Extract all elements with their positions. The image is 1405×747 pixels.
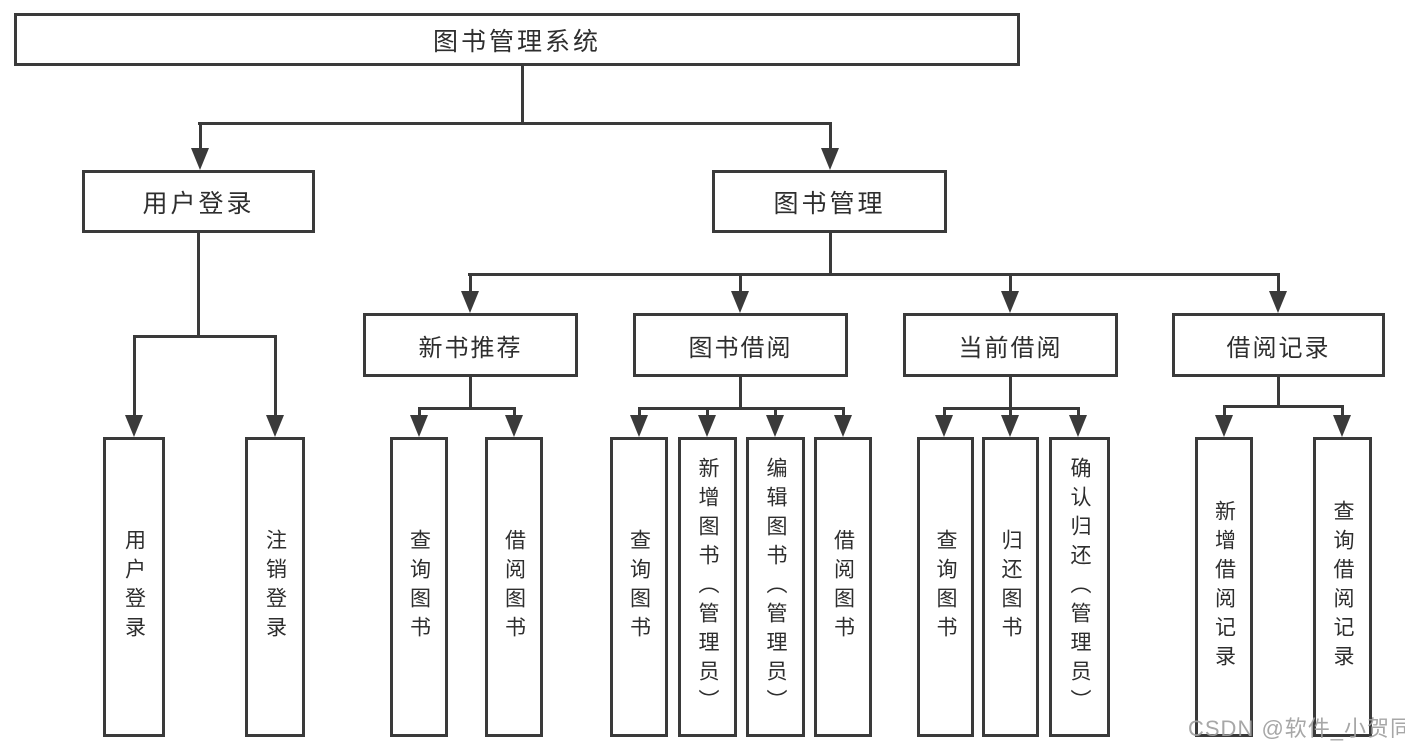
- connector-line: [197, 233, 200, 338]
- node-label: 图书借阅: [688, 334, 793, 362]
- connector-line: [274, 335, 277, 417]
- node-current-borrow: 当前借阅: [903, 313, 1118, 377]
- arrow-down-icon: [1069, 415, 1087, 437]
- arrow-down-icon: [834, 415, 852, 437]
- connector-line: [829, 122, 832, 150]
- connector-line: [198, 122, 832, 125]
- leaf-user-login: 用户登录: [103, 437, 165, 737]
- connector-line: [638, 407, 845, 410]
- leaf-label: 借阅图书: [502, 529, 526, 645]
- connector-line: [842, 407, 845, 417]
- connector-line: [521, 66, 524, 125]
- arrow-down-icon: [1269, 291, 1287, 313]
- node-label: 用户登录: [142, 189, 255, 218]
- connector-line: [1223, 405, 1344, 408]
- connector-line: [1341, 405, 1344, 417]
- connector-line: [1077, 407, 1080, 417]
- connector-line: [468, 273, 1280, 276]
- arrow-down-icon: [821, 148, 839, 170]
- arrow-down-icon: [505, 415, 523, 437]
- leaf-label: 用户登录: [122, 529, 146, 645]
- leaf-borrow-book: 借阅图书: [485, 437, 543, 737]
- arrow-down-icon: [731, 291, 749, 313]
- leaf-confirm-return-admin: 确认归还（管理员）: [1049, 437, 1110, 737]
- leaf-label: 查询图书: [627, 529, 651, 645]
- connector-line: [943, 407, 946, 417]
- connector-line: [418, 407, 516, 410]
- connector-line: [133, 335, 277, 338]
- leaf-label: 确认归还（管理员）: [1068, 456, 1091, 718]
- leaf-label: 注销登录: [263, 529, 287, 645]
- arrow-down-icon: [1001, 415, 1019, 437]
- connector-line: [739, 375, 742, 410]
- connector-line: [1009, 375, 1012, 410]
- node-new-book-recommend: 新书推荐: [363, 313, 578, 377]
- connector-line: [1277, 377, 1280, 408]
- leaf-add-borrow-record: 新增借阅记录: [1195, 437, 1253, 737]
- arrow-down-icon: [935, 415, 953, 437]
- node-book-management-branch: 图书管理: [712, 170, 947, 233]
- arrow-down-icon: [1001, 291, 1019, 313]
- arrow-down-icon: [266, 415, 284, 437]
- arrow-down-icon: [1333, 415, 1351, 437]
- node-borrow-records: 借阅记录: [1172, 313, 1385, 377]
- leaf-query-book: 查询图书: [917, 437, 974, 737]
- arrow-down-icon: [410, 415, 428, 437]
- leaf-query-book: 查询图书: [390, 437, 448, 737]
- connector-line: [469, 273, 472, 293]
- connector-line: [638, 407, 641, 417]
- connector-line: [133, 335, 136, 417]
- leaf-borrow-book: 借阅图书: [814, 437, 872, 737]
- leaf-return-book: 归还图书: [982, 437, 1039, 737]
- connector-line: [1277, 273, 1280, 293]
- connector-line: [739, 273, 742, 293]
- arrow-down-icon: [191, 148, 209, 170]
- arrow-down-icon: [630, 415, 648, 437]
- leaf-query-book: 查询图书: [610, 437, 668, 737]
- arrow-down-icon: [461, 291, 479, 313]
- leaf-label: 新增图书（管理员）: [696, 456, 719, 718]
- node-label: 当前借阅: [958, 334, 1063, 362]
- leaf-edit-book-admin: 编辑图书（管理员）: [746, 437, 805, 737]
- leaf-add-book-admin: 新增图书（管理员）: [678, 437, 737, 737]
- leaf-label: 新增借阅记录: [1212, 500, 1236, 674]
- node-root-label: 图书管理系统: [432, 27, 601, 56]
- connector-line: [469, 375, 472, 410]
- connector-line: [774, 407, 777, 417]
- node-book-borrow: 图书借阅: [633, 313, 848, 377]
- arrow-down-icon: [698, 415, 716, 437]
- connector-line: [1223, 405, 1226, 417]
- connector-line: [513, 407, 516, 417]
- node-root-system: 图书管理系统: [14, 13, 1020, 66]
- connector-line: [706, 407, 709, 417]
- leaf-label: 查询借阅记录: [1331, 500, 1354, 674]
- arrow-down-icon: [766, 415, 784, 437]
- csdn-watermark: CSDN @软件_小贺同学: [1188, 716, 1405, 741]
- leaf-label: 编辑图书（管理员）: [764, 456, 787, 718]
- node-label: 图书管理: [773, 189, 886, 218]
- leaf-label: 归还图书: [999, 529, 1022, 645]
- leaf-label: 借阅图书: [831, 529, 855, 645]
- connector-line: [418, 407, 421, 417]
- connector-line: [1009, 273, 1012, 293]
- leaf-logout: 注销登录: [245, 437, 305, 737]
- arrow-down-icon: [1215, 415, 1233, 437]
- node-user-login-branch: 用户登录: [82, 170, 315, 233]
- connector-line: [1009, 407, 1012, 417]
- node-label: 借阅记录: [1226, 334, 1331, 362]
- leaf-query-borrow-record: 查询借阅记录: [1313, 437, 1372, 737]
- connector-line: [199, 122, 202, 150]
- node-label: 新书推荐: [418, 334, 523, 362]
- arrow-down-icon: [125, 415, 143, 437]
- connector-line: [829, 233, 832, 276]
- leaf-label: 查询图书: [407, 529, 431, 645]
- leaf-label: 查询图书: [934, 529, 957, 645]
